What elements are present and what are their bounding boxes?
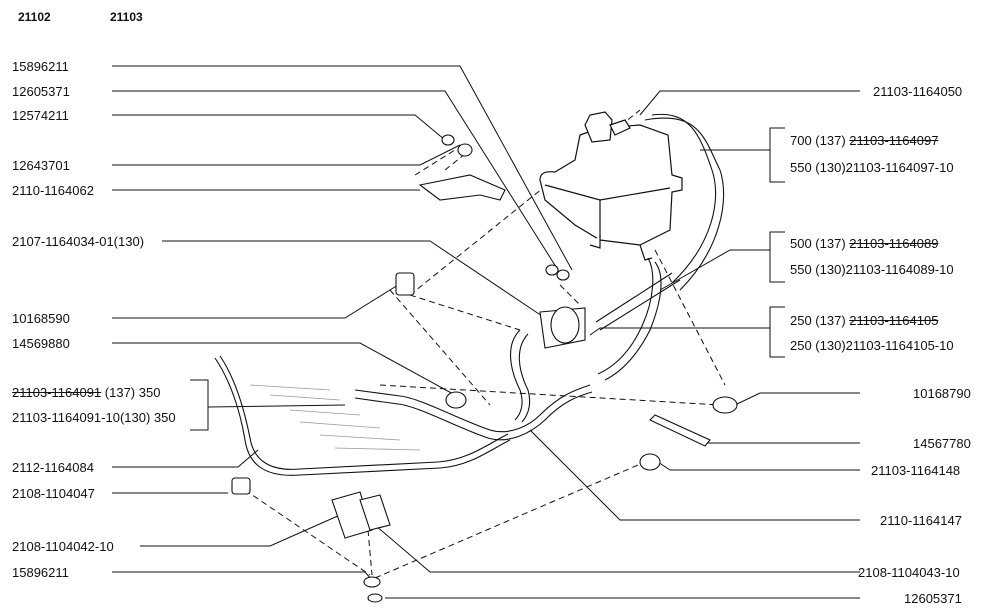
part-label: 2108-1104042-10 [12,539,114,554]
part-label: 14567780 [913,436,971,451]
hose-length-row: 550 (130)21103-1164097-10 [790,160,954,175]
part-label: 12643701 [12,158,70,173]
leader-line [112,571,373,581]
part-label: 2108-1104047 [12,486,95,501]
bracket-plate [418,174,506,201]
part-number-struck: 21103-1164105 [849,313,939,328]
leader-line [112,144,461,166]
part-label: 2108-1104043-10 [858,565,960,580]
bracket [769,127,785,183]
clip [639,453,661,471]
hose-length-row: 21103-1164091-10(130) 350 [12,410,176,425]
part-number-struck: 21103-1164089 [849,236,939,251]
leader-line [589,327,770,336]
leader-line [374,524,860,573]
leader-line [639,90,860,116]
leader-line [140,514,341,547]
hose-length-row: 21103-1164091 (137) 350 [12,385,160,400]
reservoir-tank [539,124,683,246]
leader-line [112,284,399,319]
part-label: 2110-1164062 [12,183,94,198]
hose-length-row: 500 (137) 21103-1164089 [790,236,938,251]
part-number-struck: 21103-1164097 [849,133,939,148]
leader-line [654,459,860,471]
part-label: 2112-1164084 [12,460,94,475]
leader-line [112,342,456,396]
leader-line [112,449,259,468]
part-label: 10168790 [913,386,971,401]
leader-line [162,240,546,319]
nut [556,269,570,281]
washer [441,134,455,146]
length-value: (137) 350 [101,385,161,400]
strap [649,414,711,447]
hose-length-row: 700 (137) 21103-1164097 [790,133,938,148]
part-label: 14569880 [12,336,70,351]
hose-length-row: 250 (130)21103-1164105-10 [790,338,954,353]
leader-line [207,404,346,408]
hose-length-row: 250 (137) 21103-1164105 [790,313,938,328]
length-value: 500 (137) [790,236,850,251]
part-label: 15896211 [12,565,69,580]
washer [367,593,383,603]
leader-line [659,249,770,291]
leader-line [529,429,860,521]
retainer [359,494,391,531]
grommet [457,143,473,157]
part-label: 2107-1164034-01(130) [12,234,145,249]
leader-line [112,65,573,271]
nut [363,576,381,588]
bracket [769,231,785,283]
bracket [769,306,785,358]
fuel-filter [550,306,580,344]
part-number-struck: 21103-1164091 [12,385,102,400]
model-code-b: 21103 [110,10,143,24]
model-code-a: 21102 [18,10,51,24]
leader-line [112,90,559,271]
length-value: 250 (137) [790,313,850,328]
clip [712,396,738,414]
bracket [190,379,209,431]
washer [545,264,559,276]
length-value: 700 (137) [790,133,850,148]
hose-length-row: 550 (130)21103-1164089-10 [790,262,954,277]
part-label: 12574211 [12,108,69,123]
clamp [395,272,415,296]
part-label: 10168590 [12,311,70,326]
clip [445,391,467,409]
leader-line [734,392,860,406]
part-label: 12605371 [904,591,962,606]
part-label: 15896211 [12,59,69,74]
cap [231,477,251,495]
part-label: 12605371 [12,84,70,99]
part-label: 21103-1164148 [871,463,961,478]
hose [644,117,725,291]
part-label: 2110-1164147 [880,513,962,528]
part-label: 21103-1164050 [873,84,963,99]
leader-line [112,114,446,141]
